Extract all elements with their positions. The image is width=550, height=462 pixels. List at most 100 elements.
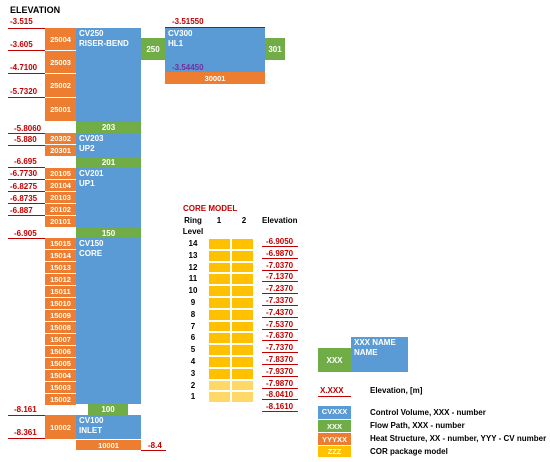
legend-cv-symbol: CVXXX: [318, 406, 351, 419]
heat-structure: 15012: [45, 274, 76, 286]
elevation-line: [8, 203, 45, 204]
elevation-line: [8, 50, 45, 51]
control-volume-cv100: CV100 INLET: [76, 415, 141, 439]
cor-cell: [231, 356, 254, 368]
elevation-line: [8, 167, 45, 168]
elevation-label: -6.8735: [10, 194, 38, 203]
elevation-title: ELEVATION: [10, 5, 61, 15]
heat-structure: 15002: [45, 394, 76, 406]
flow-path-150: 150: [76, 228, 141, 238]
legend-elevation-desc: Elevation, [m]: [370, 386, 423, 395]
elevation-label: -8.361: [14, 428, 37, 437]
elevation-line: [8, 28, 45, 29]
heat-structure: 25004: [45, 28, 76, 51]
core-level: 7: [190, 321, 196, 331]
elevation-line: [8, 415, 45, 416]
flow-path-250: 250: [141, 38, 165, 60]
cv-id: XXX NAME: [354, 338, 396, 347]
elevation-line: [262, 340, 298, 342]
heat-structure: 20105: [45, 168, 76, 180]
heat-structure: 30001: [165, 72, 265, 84]
cv-id: CV100: [79, 416, 104, 425]
elevation-line: [8, 179, 45, 180]
cor-cell: [231, 344, 254, 356]
core-level: 11: [188, 274, 198, 284]
ring-header: Ring: [184, 216, 202, 225]
elevation-label: -3.605: [10, 40, 33, 49]
legend-example-control-volume: XXX NAME NAME: [351, 337, 408, 372]
cor-cell: [231, 285, 254, 297]
cor-cell: [231, 273, 254, 286]
control-volume-cv201: CV201 UP1: [76, 168, 141, 228]
cor-cell: [208, 285, 231, 297]
cor-cell: [231, 367, 254, 380]
cor-cell: [208, 238, 231, 250]
cor-cell: [208, 320, 231, 333]
elevation-line: [318, 396, 351, 397]
heat-structure: 15007: [45, 334, 76, 346]
cor-cell: [208, 332, 231, 345]
heat-structure: 20301: [45, 145, 76, 157]
core-elevation-label: -7.6370: [266, 331, 294, 341]
core-elevation-label: -8.1610: [266, 402, 294, 412]
core-level: 5: [190, 345, 196, 355]
cor-cell: [231, 332, 254, 345]
legend-cor-desc: COR package model: [370, 447, 448, 456]
heat-structure: 25003: [45, 51, 76, 74]
heat-structure: 15014: [45, 250, 76, 262]
heat-structure: 25002: [45, 74, 76, 98]
cv-name: CORE: [79, 249, 103, 258]
heat-structure: 15005: [45, 358, 76, 370]
heat-structure: 20103: [45, 192, 76, 204]
cv-name: HL1: [168, 39, 184, 48]
elevation-line: [262, 316, 298, 318]
heat-structure: 15009: [45, 310, 76, 322]
elevation-line: [262, 364, 298, 365]
cv-id: CV150: [79, 239, 104, 248]
elevation-line: [262, 269, 298, 271]
core-model-title: CORE MODEL: [183, 204, 238, 213]
elevation-line: [141, 450, 166, 451]
cor-cell: [208, 308, 231, 321]
cor-cell: [208, 344, 231, 356]
elevation-label: -6.887: [10, 206, 33, 215]
elevation-line: [8, 438, 45, 439]
elevation-label: -8.4: [148, 441, 162, 450]
legend-cv-desc: Control Volume, XXX - number: [370, 408, 486, 417]
heat-structure: 15004: [45, 370, 76, 382]
elevation-label: -4.7100: [10, 63, 38, 72]
elevation-line: [8, 238, 45, 239]
cor-cell: [208, 379, 231, 392]
core-level: 14: [188, 239, 198, 248]
cv-name: UP2: [79, 144, 95, 153]
cor-cell: [231, 379, 254, 392]
heat-structure: 15010: [45, 298, 76, 310]
core-level: 3: [190, 368, 196, 378]
control-volume-cv300: CV300 HL1: [165, 28, 265, 72]
cv-id: CV201: [79, 169, 104, 178]
legend-example-flow-path: XXX: [318, 348, 351, 372]
cor-cell: [208, 356, 231, 368]
cv-id: CV203: [79, 134, 104, 143]
core-elevation-label: -6.9050: [266, 237, 294, 246]
elevation-label: -6.8275: [10, 182, 38, 191]
elevation-label: -3.51550: [172, 17, 204, 26]
elevation-line: [8, 191, 45, 192]
heat-structure: 20102: [45, 204, 76, 216]
cor-cell: [231, 238, 254, 250]
cor-cell: [231, 297, 254, 309]
elevation-label: -5.7320: [10, 87, 38, 96]
elevation-label: -8.161: [14, 405, 37, 414]
flow-path-100: 100: [88, 404, 128, 415]
core-level: 2: [190, 380, 196, 390]
core-elevation-label: -7.4370: [266, 307, 294, 317]
heat-structure: 15015: [45, 238, 76, 250]
heat-structure: 20302: [45, 133, 76, 145]
heat-structure: 10002: [45, 415, 76, 439]
elevation-line: [8, 97, 45, 98]
core-level: 4: [190, 357, 196, 366]
control-volume-cv150: CV150 CORE: [76, 238, 141, 404]
legend-fp-symbol: XXX: [318, 420, 351, 432]
elevation-line: [262, 352, 298, 354]
heat-structure: 15003: [45, 382, 76, 394]
